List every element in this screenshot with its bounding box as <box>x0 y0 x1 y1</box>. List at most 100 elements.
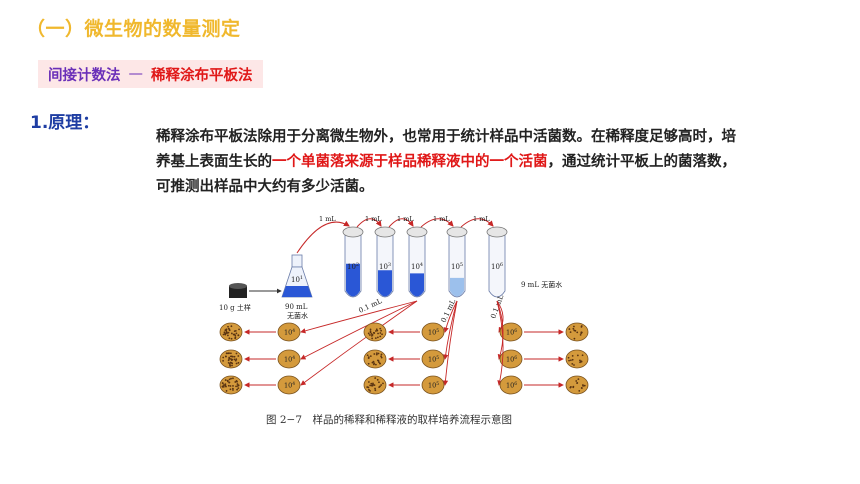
colony <box>227 325 229 328</box>
transfer-arrow-2 <box>356 218 382 228</box>
tube-cap <box>374 226 396 238</box>
colony <box>374 389 377 392</box>
colony <box>582 385 585 387</box>
colony <box>569 331 572 334</box>
plate-dish <box>219 322 243 342</box>
transfer-arrow-4 <box>420 218 454 228</box>
colony <box>369 355 372 358</box>
colony <box>230 355 233 358</box>
colony <box>229 352 232 355</box>
colony <box>380 356 383 359</box>
colony <box>235 362 238 365</box>
plate-dish <box>277 349 301 369</box>
labeled-plate: 104 <box>277 322 301 342</box>
colony <box>374 330 377 332</box>
colony <box>569 386 572 389</box>
colony <box>376 336 379 339</box>
colony <box>373 384 376 387</box>
colony <box>232 385 234 387</box>
tube-5: 106 <box>486 226 508 298</box>
colony <box>368 334 371 336</box>
labeled-plate: 105 <box>421 349 445 369</box>
colony <box>222 333 225 336</box>
colony <box>367 357 370 360</box>
colony <box>580 326 583 328</box>
colony <box>224 384 227 386</box>
colony <box>231 387 234 390</box>
colony <box>234 334 237 337</box>
flask: 101 90 mL 无菌水 <box>281 254 313 320</box>
colony <box>230 337 233 340</box>
colony <box>236 383 239 385</box>
colony <box>367 381 370 383</box>
colony <box>228 356 231 359</box>
colony <box>576 382 579 384</box>
method-separator: — <box>128 66 144 82</box>
tube-2: 103 <box>374 226 396 298</box>
colony <box>227 359 230 362</box>
colony <box>235 352 238 355</box>
colony <box>227 384 230 387</box>
plate-dilution: 104 <box>284 355 295 364</box>
colony <box>377 352 380 355</box>
labeled-plate: 105 <box>421 322 445 342</box>
colony <box>581 354 584 357</box>
colony <box>376 378 379 381</box>
colony <box>237 387 240 390</box>
plate-dilution: 106 <box>506 355 517 364</box>
flask-volume-label: 90 mL <box>285 303 308 311</box>
colony <box>381 333 383 336</box>
colony <box>571 358 574 361</box>
colony <box>379 335 382 338</box>
labeled-plate: 105 <box>421 375 445 395</box>
colony <box>575 380 578 382</box>
colony <box>228 352 230 355</box>
colony <box>379 332 382 334</box>
colony <box>225 352 228 355</box>
colony <box>367 332 370 335</box>
colony <box>235 379 238 382</box>
plate-dish <box>421 322 445 342</box>
colony <box>372 331 375 334</box>
section-label: 1.原理： <box>30 113 100 133</box>
colony <box>234 381 237 383</box>
spread-arrow <box>300 300 418 386</box>
colony <box>235 358 238 361</box>
flask-dilution: 101 <box>291 275 303 284</box>
colony <box>232 389 234 391</box>
tube-water-label: 9 mL 无菌水 <box>521 280 562 289</box>
colony <box>571 354 574 357</box>
colony <box>228 378 231 381</box>
colony <box>372 382 374 385</box>
plate-dish <box>499 375 523 395</box>
soil-sample: 10 g 土样 <box>219 283 251 312</box>
colony <box>224 355 227 358</box>
tube-dilution: 103 <box>379 262 391 271</box>
colony <box>573 329 576 332</box>
method-name: 间接计数法 <box>48 67 121 84</box>
colony <box>230 325 233 328</box>
incubated-plate <box>219 375 243 395</box>
method-highlight: 稀释涂布平板法 <box>151 67 253 84</box>
colony <box>380 353 383 356</box>
colony <box>224 332 227 335</box>
incubated-plate <box>363 322 387 342</box>
plate-dish <box>277 322 301 342</box>
colony <box>380 384 383 386</box>
tube-3: 104 <box>406 226 428 298</box>
transfer-label-3: 1 mL <box>397 215 414 223</box>
colony <box>374 387 376 390</box>
colony <box>234 336 237 339</box>
colony <box>233 355 236 358</box>
figure-caption: 图 2−7 样品的稀释和稀释液的取样培养流程示意图 <box>266 414 512 426</box>
colony <box>379 327 382 330</box>
transfer-arrow-3 <box>388 218 414 228</box>
colony <box>576 331 579 334</box>
colony <box>374 377 377 379</box>
colony <box>375 353 378 356</box>
colony <box>380 329 383 332</box>
colony <box>225 331 228 334</box>
